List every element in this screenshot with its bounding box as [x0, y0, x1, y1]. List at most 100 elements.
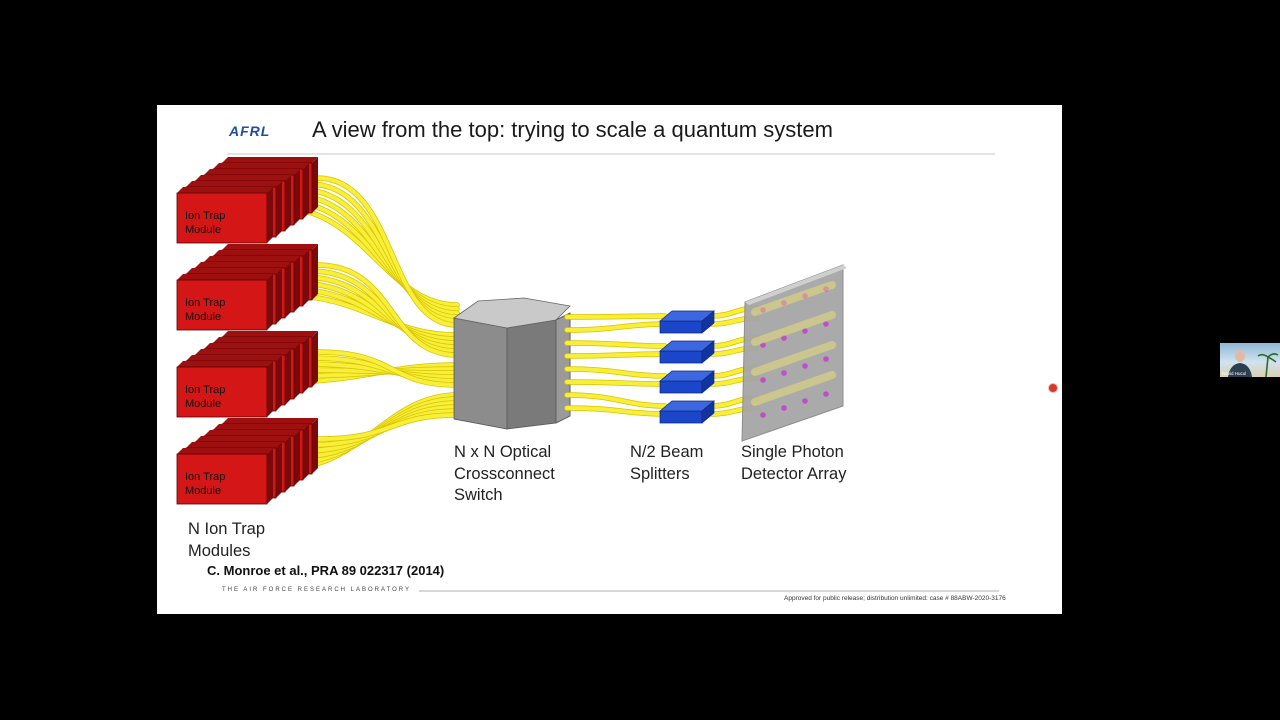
detector-pixel	[760, 412, 766, 418]
module-label-line2: Module	[185, 224, 222, 236]
detector-beams	[751, 281, 836, 406]
splitter-front	[659, 410, 703, 424]
ion-trap-module-box	[176, 361, 273, 418]
module-top	[195, 262, 291, 268]
caption-splitters: N/2 Beam Splitters	[630, 442, 703, 485]
module-label-line1: Ion Trap	[185, 384, 226, 396]
footer-approval-notice: Approved for public release; distributio…	[784, 595, 1006, 602]
module-label-line1: Ion Trap	[185, 297, 226, 309]
module-top	[186, 355, 282, 361]
optical-switch	[452, 297, 571, 430]
detector-pixel	[802, 363, 808, 369]
beam-splitters	[659, 310, 715, 424]
module-face	[176, 366, 268, 418]
footer-organization: THE AIR FORCE RESEARCH LABORATORY	[222, 587, 412, 593]
splitter-front	[659, 320, 703, 334]
caption-splitters-line1: N/2 Beam	[630, 443, 704, 461]
module-side	[303, 337, 309, 393]
module-side	[285, 262, 291, 318]
ion-trap-module-box	[176, 274, 273, 331]
participant-video-thumbnail[interactable]: David Hucul	[1220, 343, 1280, 377]
detector-pixel	[760, 377, 766, 383]
fiber	[301, 275, 459, 349]
module-face	[176, 279, 268, 331]
module-top	[177, 274, 273, 280]
module-side	[285, 436, 291, 492]
module-top	[222, 244, 318, 250]
detector-pixel	[823, 356, 829, 362]
splitter-front	[659, 380, 703, 394]
caption-modules: N Ion Trap Modules	[188, 519, 265, 562]
detector-pixel	[823, 321, 829, 327]
module-top	[177, 187, 273, 193]
module-side	[267, 361, 273, 417]
detector-pixel	[823, 286, 829, 292]
module-top	[213, 250, 309, 256]
module-label-line1: Ion Trap	[185, 210, 226, 222]
module-top	[204, 430, 300, 436]
participant-name: David Hucul	[1222, 371, 1247, 376]
fiber	[565, 393, 667, 408]
fiber	[301, 188, 459, 319]
module-side	[267, 274, 273, 330]
module-top	[204, 343, 300, 349]
fiber	[315, 413, 459, 441]
fiber	[315, 176, 459, 327]
module-side	[276, 181, 282, 237]
detector-pixels	[760, 286, 829, 418]
caption-switch-line1: N x N Optical	[454, 443, 552, 461]
detector-beam	[751, 371, 836, 406]
module-side	[303, 424, 309, 480]
splitter-side	[701, 310, 715, 334]
beam-splitter	[659, 370, 715, 394]
participant-avatar	[1228, 350, 1279, 377]
module-top	[177, 361, 273, 367]
module-top	[195, 436, 291, 442]
fiber	[308, 269, 459, 353]
caption-switch: N x N Optical Crossconnect Switch	[454, 442, 555, 507]
fiber	[294, 194, 459, 315]
caption-splitters-line2: Splitters	[630, 464, 690, 483]
detector-pixel	[760, 307, 766, 313]
detector-pixel	[802, 398, 808, 404]
splitter-side	[701, 370, 715, 394]
splitter-side	[701, 340, 715, 364]
module-side	[285, 175, 291, 231]
module-top	[195, 175, 291, 181]
module-label-line2: Module	[185, 485, 222, 497]
module-side	[276, 268, 282, 324]
fiber	[565, 406, 667, 416]
module-label-line2: Module	[185, 311, 222, 323]
beam-splitter	[659, 310, 715, 334]
caption-switch-line2: Crossconnect	[454, 464, 555, 483]
detector-beam	[751, 281, 836, 316]
detector-pixel	[760, 342, 766, 348]
module-top	[177, 448, 273, 454]
module-top	[213, 337, 309, 343]
module-side	[276, 442, 282, 498]
fiber	[565, 367, 667, 378]
recording-indicator-icon	[1049, 384, 1057, 392]
module-side	[312, 331, 318, 387]
module-label: Ion Trap Module	[185, 209, 225, 237]
detector-array-panel	[741, 264, 847, 442]
detector-pixel	[802, 293, 808, 299]
beam-splitter	[659, 400, 715, 424]
module-label: Ion Trap Module	[185, 296, 225, 324]
module-top	[195, 349, 291, 355]
fiber	[565, 322, 667, 332]
caption-detector-line2: Detector Array	[741, 464, 847, 483]
module-top	[186, 442, 282, 448]
module-face	[176, 453, 268, 505]
detector-pixel	[781, 300, 787, 306]
module-top	[222, 157, 318, 163]
caption-modules-line2: Modules	[188, 541, 251, 560]
module-top	[186, 181, 282, 187]
afrl-logo: AFRL	[229, 123, 271, 139]
module-top	[222, 418, 318, 424]
fiber	[308, 182, 459, 323]
caption-modules-line1: N Ion Trap	[188, 520, 266, 538]
ion-trap-module-box	[176, 187, 273, 244]
detector-pixel	[802, 328, 808, 334]
module-side	[294, 256, 300, 312]
